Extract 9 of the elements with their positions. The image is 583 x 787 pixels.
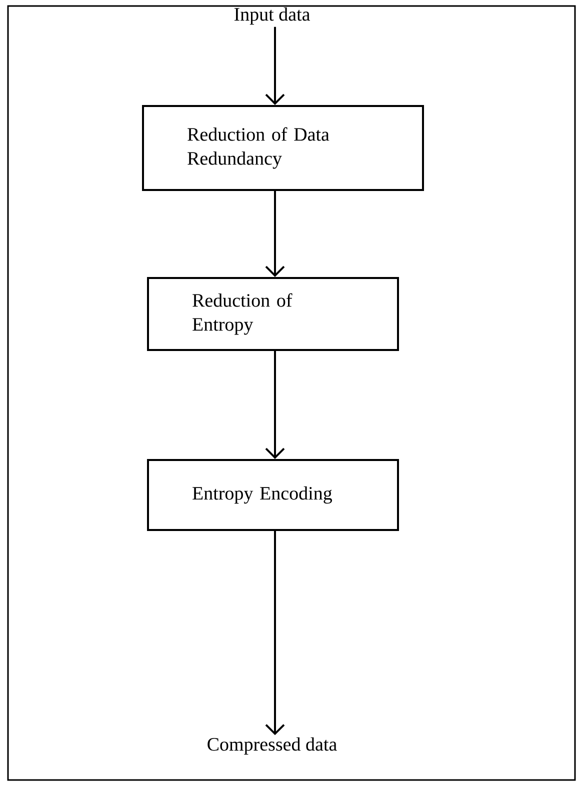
arrow [265, 531, 285, 736]
process-box: Reduction of Data Redundancy [142, 105, 424, 191]
arrow [265, 191, 285, 277]
process-box: Reduction of Entropy [147, 277, 399, 351]
terminal-label: Input data [234, 7, 310, 25]
arrow [265, 351, 285, 459]
process-box: Entropy Encoding [147, 459, 399, 531]
terminal-label: Compressed data [208, 737, 337, 755]
arrow [265, 26, 285, 105]
